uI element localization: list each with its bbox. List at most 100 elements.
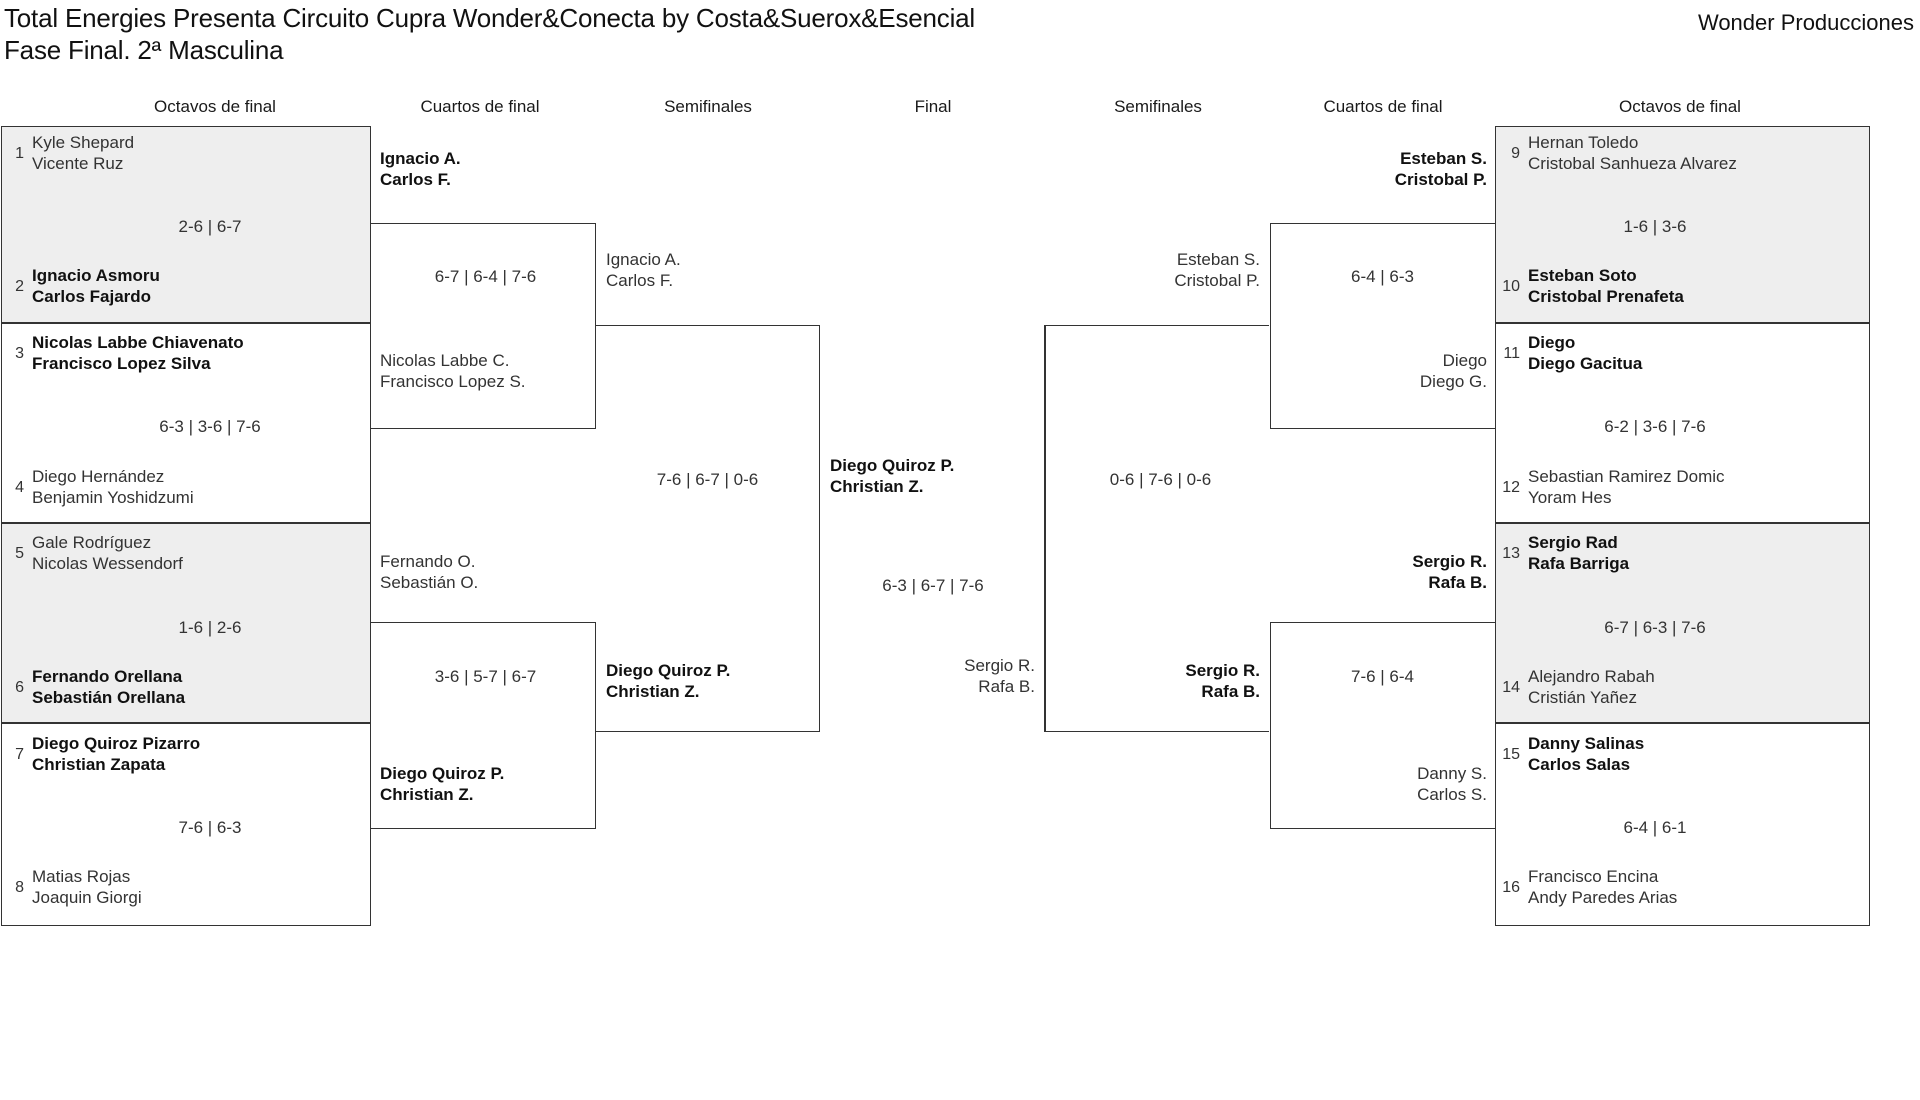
- qf-team-right-1[interactable]: Esteban S. Cristobal P.: [1394, 149, 1487, 189]
- r16-match-box-4: [1, 723, 371, 926]
- round-header-left-r16: Octavos de final: [154, 97, 276, 116]
- sf-team-left-1[interactable]: Ignacio A. Carlos F.: [606, 250, 681, 290]
- r16-score-6: 6-2 | 3-6 | 7-6: [1604, 417, 1706, 436]
- r16-score-8: 6-4 | 6-1: [1623, 818, 1687, 837]
- seed-number: 4: [15, 479, 24, 496]
- player-names: Sebastian Ramirez Domic Yoram Hes: [1528, 467, 1725, 507]
- qf-score-right-2: 7-6 | 6-4: [1350, 667, 1414, 686]
- r16-entry-4[interactable]: 4 Diego Hernández Benjamin Yoshidzumi: [4, 466, 364, 508]
- seed-number: 7: [15, 746, 24, 763]
- r16-entry-5[interactable]: 5 Gale Rodríguez Nicolas Wessendorf: [4, 532, 364, 574]
- sf-score-right: 0-6 | 7-6 | 0-6: [1109, 470, 1212, 489]
- player-names: Gale Rodríguez Nicolas Wessendorf: [32, 533, 183, 573]
- round-header-right-sf: Semifinales: [1114, 97, 1202, 116]
- qf-score-left-1: 6-7 | 6-4 | 7-6: [434, 267, 537, 286]
- sf-score-left: 7-6 | 6-7 | 0-6: [656, 470, 759, 489]
- final-team-top[interactable]: Diego Quiroz P. Christian Z.: [830, 456, 955, 496]
- page-title: Total Energies Presenta Circuito Cupra W…: [4, 3, 975, 65]
- player-names: Danny Salinas Carlos Salas: [1528, 734, 1645, 774]
- r16-match-box-5: [1495, 126, 1870, 323]
- seed-number: 16: [1502, 879, 1520, 896]
- player-names: Diego Quiroz Pizarro Christian Zapata: [32, 734, 201, 774]
- sf-team-right-1[interactable]: Esteban S. Cristobal P.: [1174, 250, 1260, 290]
- player-names: Ignacio Asmoru Carlos Fajardo: [32, 266, 160, 306]
- qf-team-left-4[interactable]: Diego Quiroz P. Christian Z.: [380, 764, 505, 804]
- seed-number: 10: [1502, 278, 1520, 295]
- qf-team-left-1[interactable]: Ignacio A. Carlos F.: [380, 149, 461, 189]
- player-names: Matias Rojas Joaquin Giorgi: [32, 867, 142, 907]
- r16-score-2: 6-3 | 3-6 | 7-6: [159, 417, 261, 436]
- player-names: Esteban Soto Cristobal Prenafeta: [1528, 266, 1684, 306]
- player-names: Kyle Shepard Vicente Ruz: [32, 133, 135, 173]
- qf-connector-box-left-bottom: [371, 622, 596, 829]
- r16-entry-16[interactable]: 16 Francisco Encina Andy Paredes Arias: [1500, 866, 1865, 908]
- r16-entry-15[interactable]: 15 Danny Salinas Carlos Salas: [1500, 733, 1865, 775]
- player-names: Fernando Orellana Sebastián Orellana: [32, 667, 186, 707]
- r16-entry-6[interactable]: 6 Fernando Orellana Sebastián Orellana: [4, 666, 364, 708]
- r16-entry-8[interactable]: 8 Matias Rojas Joaquin Giorgi: [4, 866, 364, 908]
- r16-match-box-2: [1, 323, 371, 523]
- qf-score-left-2: 3-6 | 5-7 | 6-7: [434, 667, 537, 686]
- player-names: Nicolas Labbe Chiavenato Francisco Lopez…: [32, 333, 244, 373]
- r16-entry-10[interactable]: 10 Esteban Soto Cristobal Prenafeta: [1500, 265, 1865, 307]
- r16-entry-1[interactable]: 1 Kyle Shepard Vicente Ruz: [4, 132, 364, 174]
- r16-score-3: 1-6 | 2-6: [178, 618, 242, 637]
- seed-number: 15: [1502, 746, 1520, 763]
- qf-connector-box-left-top: [371, 223, 596, 429]
- r16-match-box-1: [1, 126, 371, 323]
- r16-entry-13[interactable]: 13 Sergio Rad Rafa Barriga: [1500, 532, 1865, 574]
- final-divider-line: [1044, 325, 1045, 732]
- r16-entry-9[interactable]: 9 Hernan Toledo Cristobal Sanhueza Alvar…: [1500, 132, 1865, 174]
- qf-team-right-4[interactable]: Danny S. Carlos S.: [1417, 764, 1487, 804]
- qf-score-right-1: 6-4 | 6-3: [1350, 267, 1414, 286]
- player-names: Hernan Toledo Cristobal Sanhueza Alvarez: [1528, 133, 1737, 173]
- seed-number: 2: [15, 278, 24, 295]
- r16-score-4: 7-6 | 6-3: [178, 818, 242, 837]
- r16-entry-2[interactable]: 2 Ignacio Asmoru Carlos Fajardo: [4, 265, 364, 307]
- seed-number: 5: [15, 545, 24, 562]
- round-header-right-r16: Octavos de final: [1619, 97, 1741, 116]
- sf-team-right-2[interactable]: Sergio R. Rafa B.: [1185, 661, 1260, 701]
- seed-number: 6: [15, 679, 24, 696]
- seed-number: 14: [1502, 679, 1520, 696]
- r16-score-5: 1-6 | 3-6: [1623, 217, 1687, 236]
- r16-entry-11[interactable]: 11 Diego Diego Gacitua: [1500, 332, 1865, 374]
- seed-number: 8: [15, 879, 24, 896]
- final-team-bottom[interactable]: Sergio R. Rafa B.: [964, 656, 1035, 696]
- round-header-right-qf: Cuartos de final: [1323, 97, 1443, 116]
- r16-entry-3[interactable]: 3 Nicolas Labbe Chiavenato Francisco Lop…: [4, 332, 364, 374]
- qf-connector-box-right-top: [1270, 223, 1495, 429]
- qf-team-left-2[interactable]: Nicolas Labbe C. Francisco Lopez S.: [380, 351, 526, 391]
- round-header-left-qf: Cuartos de final: [420, 97, 540, 116]
- sf-connector-box-left: [596, 325, 820, 732]
- player-names: Francisco Encina Andy Paredes Arias: [1528, 867, 1678, 907]
- player-names: Sergio Rad Rafa Barriga: [1528, 533, 1630, 573]
- qf-team-left-3[interactable]: Fernando O. Sebastián O.: [380, 552, 479, 592]
- r16-match-box-6: [1495, 323, 1870, 523]
- player-names: Diego Diego Gacitua: [1528, 333, 1643, 373]
- r16-entry-7[interactable]: 7 Diego Quiroz Pizarro Christian Zapata: [4, 733, 364, 775]
- player-names: Diego Hernández Benjamin Yoshidzumi: [32, 467, 194, 507]
- r16-entry-12[interactable]: 12 Sebastian Ramirez Domic Yoram Hes: [1500, 466, 1865, 508]
- r16-match-box-7: [1495, 523, 1870, 723]
- round-header-final: Final: [914, 97, 952, 116]
- seed-number: 9: [1511, 145, 1520, 162]
- brand-label: Wonder Producciones: [1697, 10, 1914, 35]
- r16-score-7: 6-7 | 6-3 | 7-6: [1604, 618, 1706, 637]
- seed-number: 13: [1502, 545, 1520, 562]
- r16-entry-14[interactable]: 14 Alejandro Rabah Cristián Yañez: [1500, 666, 1865, 708]
- r16-match-box-8: [1495, 723, 1870, 926]
- round-header-left-sf: Semifinales: [664, 97, 752, 116]
- qf-team-right-3[interactable]: Sergio R. Rafa B.: [1412, 552, 1487, 592]
- sf-team-left-2[interactable]: Diego Quiroz P. Christian Z.: [606, 661, 731, 701]
- seed-number: 1: [15, 145, 24, 162]
- final-score: 6-3 | 6-7 | 7-6: [882, 576, 984, 595]
- seed-number: 11: [1503, 345, 1520, 362]
- qf-team-right-2[interactable]: Diego Diego G.: [1419, 351, 1487, 391]
- seed-number: 12: [1502, 479, 1520, 496]
- sf-connector-box-right: [1045, 325, 1269, 732]
- r16-match-box-3: [1, 523, 371, 723]
- player-names: Alejandro Rabah Cristián Yañez: [1528, 667, 1655, 707]
- seed-number: 3: [15, 345, 24, 362]
